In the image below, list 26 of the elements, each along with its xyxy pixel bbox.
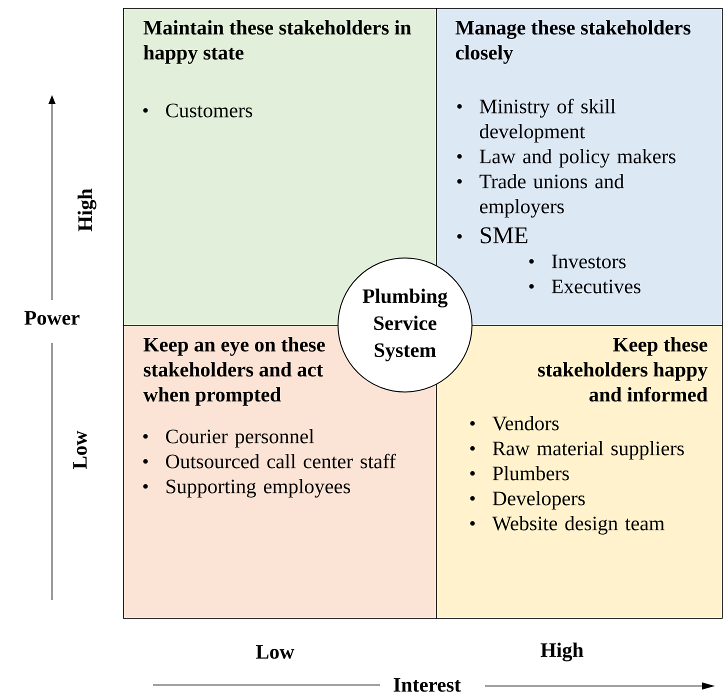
bullet-item: Executives <box>529 280 640 294</box>
bullet-item: Investors <box>529 254 626 268</box>
bullet-item: Trade unions and employers <box>457 174 624 218</box>
heading-text: Keep an eye on these stakeholders and act when prompted <box>143 337 325 406</box>
axis-label: Interest <box>394 678 461 692</box>
bullet-item: Law and policy makers <box>457 148 676 168</box>
heading-text: Keep these stakeholders happy and informed <box>538 337 708 402</box>
heading-text: Manage these stakeholders closely <box>456 20 690 64</box>
bullet-item: Developers <box>470 490 585 510</box>
bullet-item: Supporting employees <box>143 478 350 498</box>
axis-label: Low <box>256 645 294 659</box>
heading-text: Maintain these stakeholders in happy state <box>144 20 412 64</box>
axis-label: High <box>540 642 584 662</box>
bullet-item: Ministry of skill development <box>457 98 616 143</box>
bullet-item: Website design team <box>470 516 664 535</box>
axis-label: Power <box>24 311 80 325</box>
bullet-item: Raw material suppliers <box>470 440 684 460</box>
axis-label: High <box>78 188 96 232</box>
bullet-item: Outsourced call center staff <box>143 454 396 468</box>
bullet-item: Customers <box>143 104 252 118</box>
quadrant-box <box>436 324 723 619</box>
bullet-item: Vendors <box>470 416 559 430</box>
bullet-item: Courier personnel <box>143 428 314 448</box>
bullet-item: Plumbers <box>470 466 569 480</box>
axis-label: Low <box>73 430 87 469</box>
bullet-item: SME <box>457 227 528 244</box>
